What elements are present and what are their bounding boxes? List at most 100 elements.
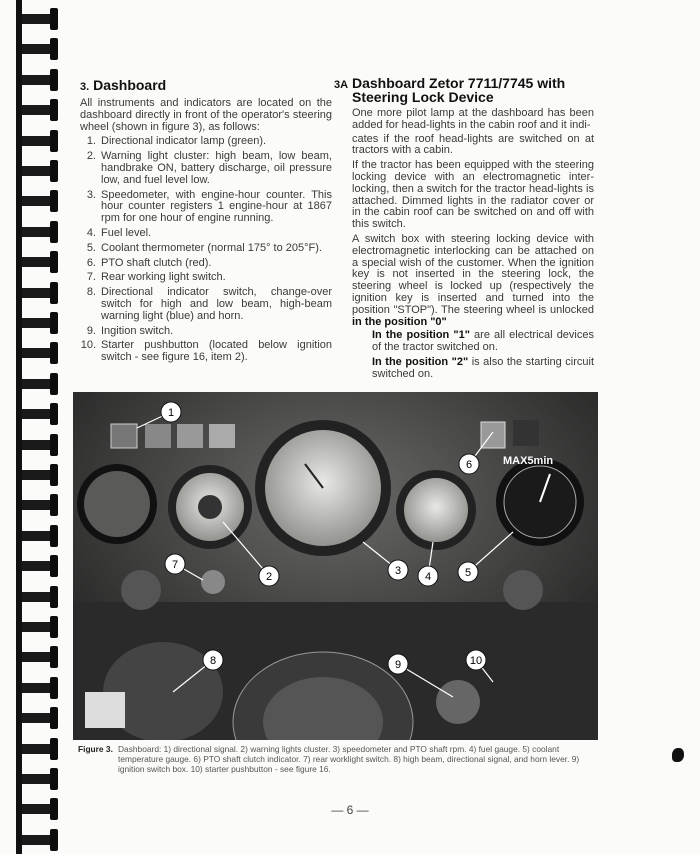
dashboard-illustration: MAX5min 1 2 3 4 5 6 7 8 9 10: [73, 392, 598, 740]
paragraph: If the tractor has been equipped with th…: [352, 159, 594, 231]
callout-label: 5: [465, 567, 471, 579]
warning-lamps: [110, 420, 539, 449]
item-number: 2.: [86, 150, 96, 163]
callout-label: 9: [395, 659, 401, 671]
item-number: 10.: [80, 339, 96, 352]
callout-8: 8: [172, 649, 224, 693]
item-number: 4.: [86, 226, 96, 239]
binding-ring: [22, 281, 62, 304]
binding-ring: [22, 707, 62, 730]
figure-caption: Figure 3. Dashboard: 1) directional sign…: [78, 744, 598, 774]
list-item: 7.Rear working light switch.: [80, 272, 332, 284]
list-item: 9. Ingition switch.: [80, 324, 332, 338]
list-item: 1. Directional indicator lamp (green).: [80, 136, 332, 148]
instrument-list: 1. Directional indicator lamp (green). 2. W…: [80, 136, 332, 364]
list-item: 3. Speedometer, with engine-hour counter.…: [80, 188, 332, 225]
callout-10: 10: [465, 649, 494, 683]
callout-label: 8: [210, 655, 216, 667]
binding-spine: [16, 0, 22, 854]
item-text: Coolant thermometer (normal 175° to 205°…: [101, 241, 322, 254]
spiral-binding: [0, 0, 64, 854]
paragraph: A switch box with steering locking devic…: [352, 232, 594, 316]
callout-label: 6: [466, 459, 472, 471]
binding-ring: [22, 68, 62, 91]
section-title-line1: Dashboard Zetor 7711/7745 with: [352, 75, 566, 91]
callout-label: 1: [168, 407, 174, 419]
binding-ring: [22, 737, 62, 760]
callout-9: 9: [387, 653, 454, 698]
item-number: 1.: [86, 135, 96, 148]
callout-label: 3: [395, 565, 401, 577]
item-number: 5.: [86, 241, 96, 254]
binding-ring: [22, 8, 62, 30]
item-text: Warning light cluster: high beam, low be…: [101, 150, 332, 186]
item-number: 9.: [86, 324, 96, 337]
section-number: 3A: [334, 79, 349, 91]
binding-ring: [22, 433, 62, 456]
page-number: — 6 —: [331, 803, 369, 817]
callout-5: 5: [457, 531, 514, 583]
dashboard-photo: MAX5min 1 2 3 4 5 6 7 8 9 10: [73, 392, 598, 740]
binding-ring: [22, 676, 62, 699]
callout-label: 10: [470, 655, 482, 667]
item-text: Speedometer, with engine-hour counter. T…: [101, 188, 332, 225]
item-number: 8.: [86, 286, 96, 299]
callout-3: 3: [362, 541, 409, 581]
callout-7: 7: [164, 553, 204, 581]
item-text: Directional indicator lamp (green).: [101, 135, 267, 148]
callout-label: 4: [425, 571, 431, 583]
binding-ring: [22, 190, 62, 213]
rear-worklight-switch: [201, 570, 225, 594]
intro-paragraph: All instruments and indicators are locat…: [80, 97, 332, 133]
switch: [121, 570, 161, 610]
callouts: 1 2 3 4 5 6 7 8 9 10: [136, 401, 514, 698]
list-item: 2. Warning light cluster: high beam, low …: [80, 150, 332, 186]
binding-ring: [22, 828, 62, 851]
binding-ring: [22, 372, 62, 395]
list-item: 5. Coolant thermometer (normal 175° to 20…: [80, 241, 332, 255]
binding-ring: [22, 38, 62, 61]
binding-ring: [22, 798, 62, 821]
section-number: 3.: [80, 81, 90, 93]
scan-mark: [672, 748, 684, 762]
item-text: Directional indicator switch, change-ove…: [101, 286, 332, 322]
indicator-lever: [103, 642, 223, 740]
list-item: 8. Directional indicator switch, change-o…: [80, 286, 332, 322]
binding-ring: [22, 129, 62, 152]
binding-ring: [22, 555, 62, 578]
section-heading: 3. Dashboard: [80, 78, 332, 94]
caption-text: Dashboard: 1) directional signal. 2) war…: [118, 744, 580, 774]
callout-6: 6: [458, 431, 494, 475]
callout-4: 4: [417, 541, 439, 587]
paragraph: are all electrical devices of the tracto…: [372, 329, 594, 354]
binding-ring: [22, 160, 62, 182]
list-item: 10. Starter pushbutton (located below ign…: [80, 340, 332, 364]
bold-text: In the position "1": [372, 329, 470, 342]
paragraph: cates if the roof head-lights are switch…: [352, 132, 594, 157]
binding-ring: [22, 403, 62, 426]
callout-2: 2: [222, 521, 280, 587]
callout-1: 1: [136, 401, 182, 429]
binding-ring: [22, 524, 62, 547]
section-title-line2: Steering Lock Device: [352, 89, 494, 105]
gauge-label: MAX5min: [503, 455, 553, 467]
list-item: 4. Fuel level.: [80, 226, 332, 240]
binding-ring: [22, 768, 62, 790]
bold-text: in the position "0": [352, 315, 447, 328]
callout-label: 7: [172, 559, 178, 571]
item-number: 6.: [86, 256, 96, 269]
item-number: 3.: [86, 188, 96, 201]
binding-ring: [22, 616, 62, 638]
bold-text: In the position "2": [372, 355, 469, 368]
binding-ring: [22, 646, 62, 669]
item-text: Starter pushbutton (located below igniti…: [101, 339, 332, 364]
callout-label: 2: [266, 571, 272, 583]
item-text: PTO shaft clutch (red).: [101, 256, 212, 269]
binding-ring: [22, 99, 62, 122]
item-text: Fuel level.: [101, 226, 152, 239]
item-text: Ingition switch.: [101, 324, 174, 337]
paragraph: One more pilot lamp at the dashboard has…: [352, 107, 594, 131]
item-number: 7.: [86, 271, 96, 284]
